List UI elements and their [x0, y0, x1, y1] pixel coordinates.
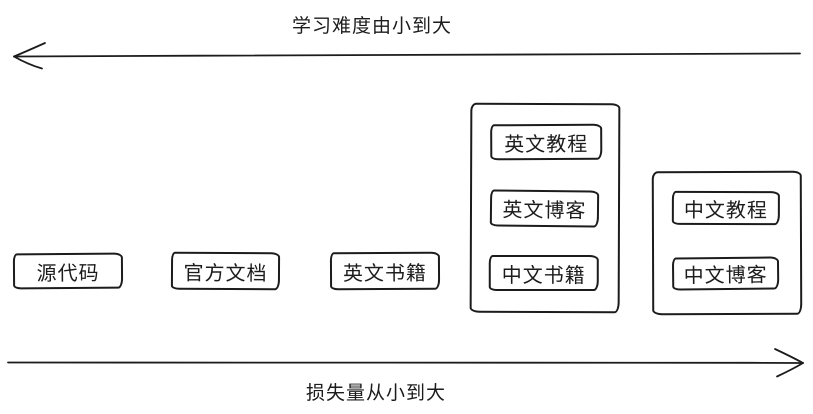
arrowhead-upper-barb [774, 348, 804, 364]
node-label: 源代码 [36, 262, 100, 285]
arrow-shaft [15, 52, 801, 58]
loss-axis-label: 损失量从小到大 [306, 383, 447, 404]
node-source-code: 源代码 [12, 252, 124, 290]
group-box-2: 中文教程 中文博客 [651, 170, 803, 316]
node-label: 中文教程 [683, 199, 768, 222]
group-box-1: 英文教程 英文博客 中文书籍 [469, 102, 621, 314]
node-label: 官方文档 [183, 262, 268, 285]
node-chinese-books: 中文书籍 [488, 254, 599, 291]
node-label: 英文书籍 [342, 262, 428, 285]
node-english-tutorials: 英文教程 [490, 123, 603, 161]
node-label: 英文博客 [502, 199, 587, 223]
arrowhead-lower-barb [776, 362, 804, 378]
difficulty-axis-label: 学习难度由小到大 [292, 16, 453, 37]
difficulty-axis-left-arrow [13, 42, 801, 70]
node-chinese-tutorials: 中文教程 [671, 190, 780, 226]
node-label: 中文书籍 [501, 264, 586, 287]
arrowhead-upper-barb [13, 42, 46, 58]
node-english-blogs: 英文博客 [489, 189, 600, 228]
loss-axis-right-arrow [7, 348, 804, 378]
arrow-shaft [7, 361, 804, 364]
node-chinese-blogs: 中文博客 [671, 256, 780, 291]
node-label: 英文教程 [504, 133, 589, 156]
node-english-books: 英文书籍 [329, 251, 441, 291]
node-official-docs: 官方文档 [170, 251, 281, 291]
node-label: 中文博客 [683, 264, 768, 288]
arrowhead-lower-barb [13, 55, 43, 70]
